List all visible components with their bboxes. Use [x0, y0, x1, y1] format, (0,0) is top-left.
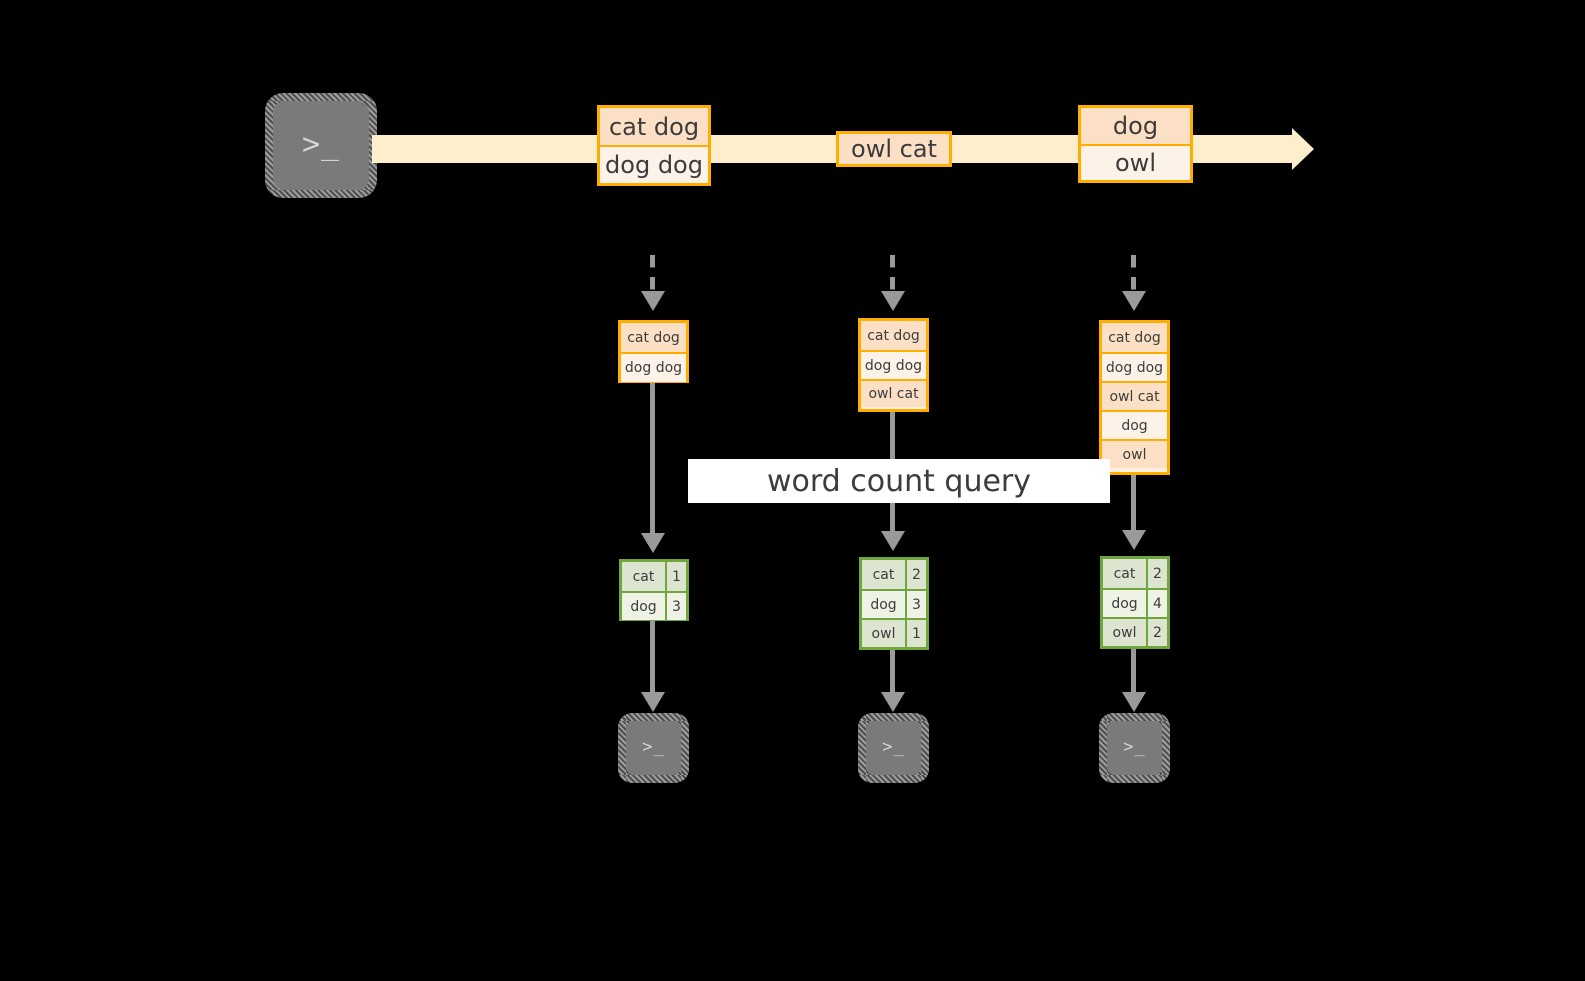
snapshot-input-line: cat dog [621, 323, 686, 352]
snapshot-3-query-arrowhead [1122, 530, 1146, 550]
result-count: 1 [667, 562, 686, 591]
result-row: cat 1 [622, 562, 686, 591]
snapshot-input-line: dog [1102, 410, 1167, 439]
snapshot-3-result-table: cat 2 dog 4 owl 2 [1100, 556, 1170, 649]
snapshot-input-line: cat dog [1102, 323, 1167, 352]
result-row: owl 1 [862, 618, 926, 647]
terminal-prompt-glyph: >_ [301, 126, 341, 162]
stream-record-line: dog dog [600, 145, 708, 183]
result-row: owl 2 [1103, 617, 1167, 646]
snapshot-input-line: owl cat [861, 379, 926, 407]
snapshot-2-sink-terminal-icon: >_ [858, 713, 929, 783]
snapshot-2-tap-line [890, 255, 895, 293]
result-word: cat [1103, 559, 1148, 588]
result-word: dog [1103, 590, 1148, 617]
query-label: word count query [688, 459, 1110, 503]
result-word: dog [862, 591, 907, 618]
snapshot-3-sink-line [1131, 649, 1136, 694]
result-row: dog 3 [862, 589, 926, 618]
terminal-body [866, 721, 921, 775]
terminal-prompt-glyph: >_ [642, 737, 665, 757]
snapshot-1-sink-line [650, 621, 655, 694]
snapshot-3-query-line [1131, 475, 1136, 532]
result-count: 1 [907, 620, 926, 647]
stream-record-2: owl cat [836, 131, 952, 167]
terminal-body [1107, 721, 1162, 775]
snapshot-1-tap-arrowhead [641, 291, 665, 311]
snapshot-1-sink-terminal-icon: >_ [618, 713, 689, 783]
snapshot-3-sink-arrowhead [1122, 692, 1146, 712]
snapshot-3-tap-line [1131, 255, 1136, 293]
snapshot-2-query-arrowhead [881, 531, 905, 551]
stream-arrow-head [1292, 128, 1314, 170]
stream-record-line: cat dog [600, 108, 708, 145]
snapshot-1-tap-line [650, 255, 655, 293]
result-count: 2 [1148, 619, 1167, 646]
result-count: 2 [907, 560, 926, 589]
snapshot-3-sink-terminal-icon: >_ [1099, 713, 1170, 783]
snapshot-1-sink-arrowhead [641, 692, 665, 712]
source-terminal-icon: >_ [265, 93, 377, 198]
result-count: 4 [1148, 590, 1167, 617]
snapshot-input-line: dog dog [861, 350, 926, 379]
snapshot-input-line: cat dog [861, 321, 926, 350]
terminal-body [626, 721, 681, 775]
snapshot-2-sink-arrowhead [881, 692, 905, 712]
snapshot-2-input-box: cat dog dog dog owl cat [858, 318, 929, 412]
stream-record-line: owl [1081, 144, 1190, 180]
result-count: 3 [667, 593, 686, 620]
result-count: 3 [907, 591, 926, 618]
snapshot-3-input-box: cat dog dog dog owl cat dog owl [1099, 320, 1170, 475]
stream-record-line: dog [1081, 108, 1190, 144]
terminal-prompt-glyph: >_ [1123, 737, 1146, 757]
result-word: dog [622, 593, 667, 620]
snapshot-1-query-arrowhead [641, 533, 665, 553]
result-row: cat 2 [1103, 559, 1167, 588]
result-word: owl [1103, 619, 1148, 646]
result-word: owl [862, 620, 907, 647]
result-word: cat [622, 562, 667, 591]
snapshot-2-result-table: cat 2 dog 3 owl 1 [859, 557, 929, 650]
snapshot-2-tap-arrowhead [881, 291, 905, 311]
stream-record-3: dog owl [1078, 105, 1193, 183]
snapshot-1-result-table: cat 1 dog 3 [619, 559, 689, 621]
stream-record-line: owl cat [839, 134, 949, 164]
snapshot-input-line: owl [1102, 439, 1167, 468]
result-row: dog 3 [622, 591, 686, 620]
snapshot-1-query-line [650, 383, 655, 535]
stream-record-1: cat dog dog dog [597, 105, 711, 186]
snapshot-2-sink-line [890, 650, 895, 694]
snapshot-input-line: dog dog [1102, 352, 1167, 381]
terminal-prompt-glyph: >_ [882, 737, 905, 757]
snapshot-3-tap-arrowhead [1122, 291, 1146, 311]
result-row: cat 2 [862, 560, 926, 589]
terminal-body [273, 101, 369, 190]
snapshot-1-input-box: cat dog dog dog [618, 320, 689, 383]
result-word: cat [862, 560, 907, 589]
result-count: 2 [1148, 559, 1167, 588]
snapshot-input-line: owl cat [1102, 381, 1167, 410]
snapshot-input-line: dog dog [621, 352, 686, 382]
result-row: dog 4 [1103, 588, 1167, 617]
